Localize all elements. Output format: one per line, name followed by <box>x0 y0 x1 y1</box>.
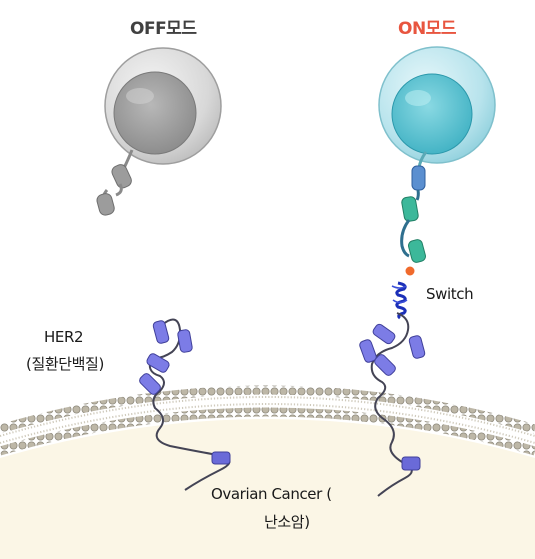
on-mode-title: ON모드 <box>398 19 456 39</box>
her2-sublabel: (질환단백질) <box>26 355 104 373</box>
cell-membrane <box>0 385 535 456</box>
switch-label: Switch <box>426 285 474 303</box>
her2-protein-right <box>359 312 426 497</box>
off-mode-title: OFF모드 <box>130 19 197 39</box>
cancer-label: Ovarian Cancer ( <box>211 485 332 503</box>
switch-dot <box>405 266 415 276</box>
on-mode-cell <box>378 46 496 169</box>
cancer-cell-body <box>0 419 535 559</box>
her2-label: HER2 <box>44 328 84 346</box>
car-receptor <box>400 165 426 263</box>
off-mode-cell <box>96 47 222 216</box>
cancer-sublabel: 난소암) <box>264 513 310 531</box>
her2-protein-left <box>139 318 231 491</box>
